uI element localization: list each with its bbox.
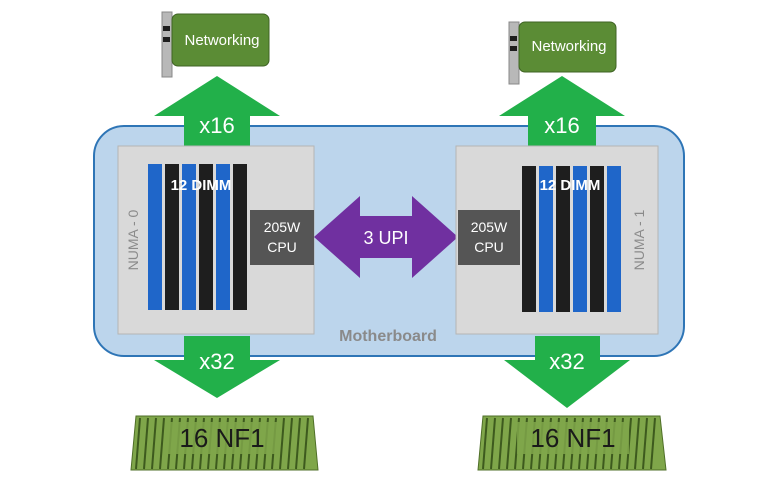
- nf1-drive-stack-1: 16 NF1: [477, 415, 667, 471]
- cpu-label-1: CPU: [474, 239, 504, 255]
- cpu-box-1: [458, 210, 520, 265]
- dimm-label-1: 12 DIMM: [540, 177, 601, 194]
- pcie-x32-label-1: x32: [549, 349, 584, 374]
- network-card-label-0: Networking: [184, 32, 259, 49]
- pcie-x32-arrow-0: x32: [154, 336, 280, 398]
- pcie-x16-label-0: x16: [199, 113, 234, 138]
- pcie-x32-label-0: x32: [199, 349, 234, 374]
- cpu-label-0: CPU: [267, 239, 297, 255]
- motherboard-label: Motherboard: [339, 328, 437, 345]
- nf1-drive-stack-0: 16 NF1: [130, 415, 319, 471]
- pcie-x32-arrow-1: x32: [504, 336, 630, 408]
- numa-node-0: x16 x32 NUMA - 0 12 DIMM 205W CPU: [117, 11, 319, 471]
- nf1-label-1: 16 NF1: [530, 423, 615, 453]
- nf1-label-0: 16 NF1: [179, 423, 264, 453]
- upi-interconnect-arrow: 3 UPI: [314, 196, 458, 278]
- cpu-box-0: [250, 210, 314, 265]
- dimm-bank-0: 12 DIMM: [148, 164, 247, 310]
- network-card-0: Networking: [161, 11, 270, 78]
- numa-label-0: NUMA - 0: [125, 209, 141, 270]
- cpu-wattage-0: 205W: [264, 219, 301, 235]
- numa-node-1: x16 x32 NUMA - 1 12 DIMM 205W CPU: [455, 21, 667, 471]
- network-card-label-1: Networking: [531, 38, 606, 55]
- dimm-bank-1: 12 DIMM: [522, 166, 621, 312]
- pcie-x16-label-1: x16: [544, 113, 579, 138]
- network-card-1: Networking: [508, 21, 617, 85]
- dimm-label-0: 12 DIMM: [171, 177, 232, 194]
- cpu-wattage-1: 205W: [471, 219, 508, 235]
- upi-label: 3 UPI: [363, 228, 408, 248]
- numa-label-1: NUMA - 1: [631, 209, 647, 270]
- pcie-x16-arrow-0: x16: [154, 76, 280, 146]
- pcie-x16-arrow-1: x16: [499, 76, 625, 146]
